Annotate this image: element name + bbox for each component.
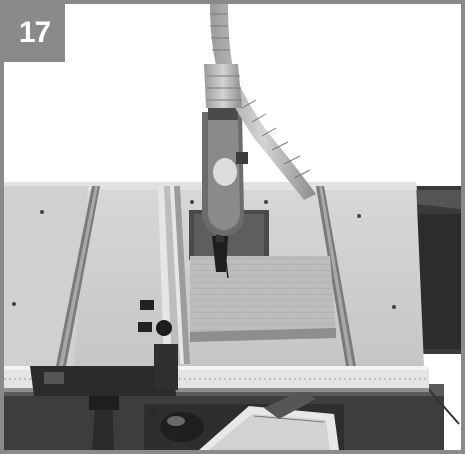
step-number: 17 [18,16,51,49]
workpiece-icon [190,256,336,342]
vacuum-hose-icon [204,4,316,200]
bevel-scale [199,389,339,450]
table-saw-photo [4,4,461,450]
rip-fence-icon [30,186,190,450]
step-number-badge: 17 [4,4,65,62]
blade-guard-icon [202,104,248,272]
bevel-knob-icon [149,407,204,442]
